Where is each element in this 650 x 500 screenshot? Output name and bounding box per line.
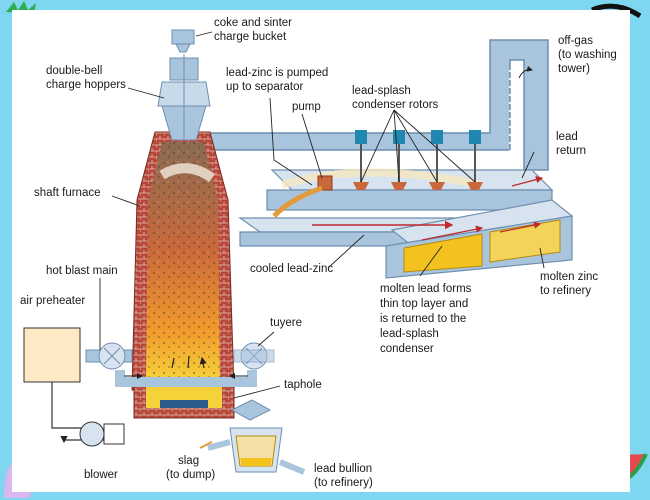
- label-hot-blast-main: hot blast main: [46, 265, 118, 277]
- leader-lines: [99, 31, 545, 399]
- blower-fan: [79, 421, 105, 447]
- rotor-1: [353, 130, 369, 190]
- slag-vessel: [199, 399, 306, 475]
- label-cooled-lead-zinc: cooled lead-zinc: [250, 263, 333, 275]
- rotor-4: [467, 130, 483, 190]
- label-blower: blower: [84, 469, 118, 481]
- launder-troughs: [238, 176, 574, 279]
- label-taphole: taphole: [284, 379, 322, 391]
- label-pump: pump: [292, 101, 321, 113]
- label-shaft-furnace: shaft furnace: [34, 187, 100, 199]
- condenser-rotors: [353, 130, 483, 190]
- charge-hoppers: [157, 29, 211, 141]
- label-tuyere: tuyere: [270, 317, 302, 329]
- hot-blast-system: [23, 327, 275, 447]
- label-lead-bullion: lead bullion(to refinery): [314, 463, 373, 489]
- decor-swoosh-topright: [588, 2, 648, 28]
- label-air-preheater: air preheater: [20, 295, 85, 307]
- label-slag: slag(to dump): [166, 455, 215, 481]
- air-preheater-box: [23, 327, 81, 383]
- rotor-3: [429, 130, 445, 190]
- shaft-furnace: [131, 131, 235, 391]
- lead-zinc-pipe: [272, 185, 323, 218]
